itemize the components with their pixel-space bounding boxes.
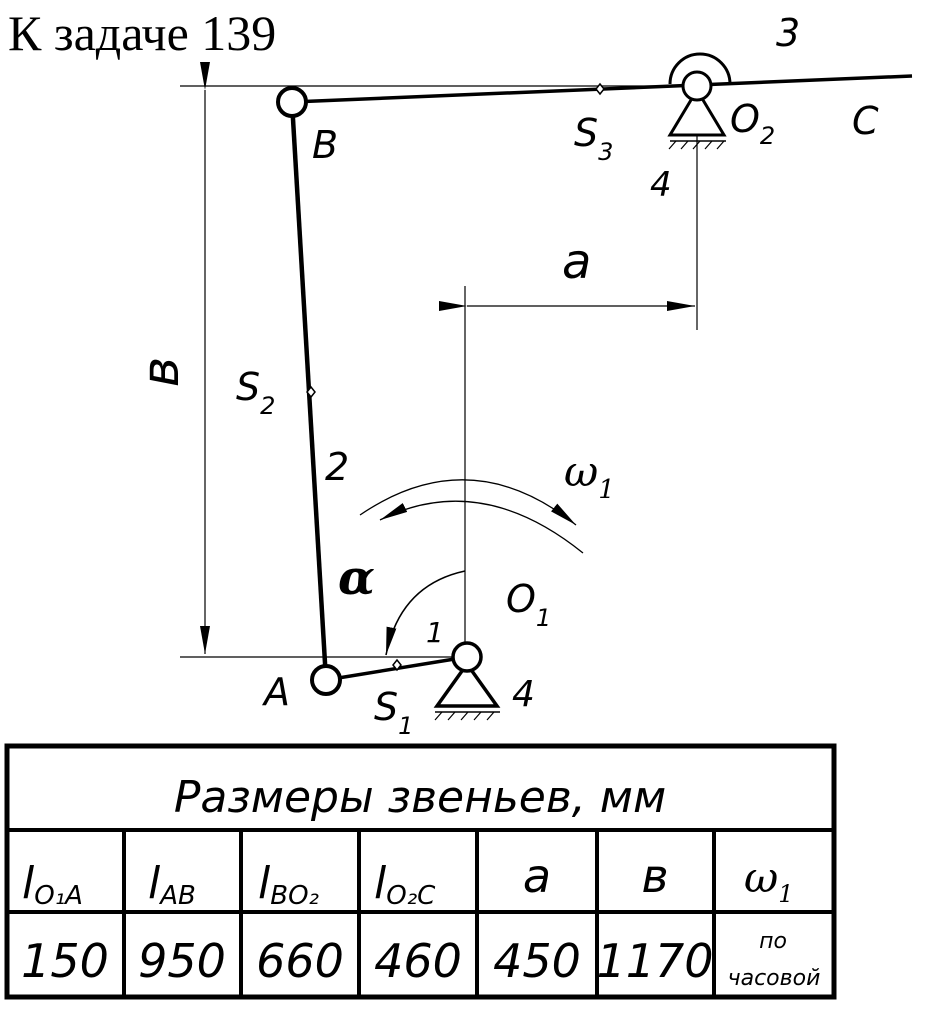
table-header-a: a [523, 849, 551, 903]
label-omega: ω1 [564, 447, 615, 505]
label-link-3: 3 [776, 11, 800, 55]
table-value-omega-line2: часовой [728, 966, 821, 991]
label-o2: O2 [730, 97, 775, 150]
table-value-a: 450 [493, 934, 581, 988]
o2-hatch [668, 140, 725, 150]
label-s3: S3 [574, 111, 613, 166]
omega-arc-outer [359, 479, 577, 526]
figure-title: К задаче 139 [8, 5, 277, 61]
table-value-omega-line1: по [759, 929, 787, 954]
s2-marker [306, 385, 316, 399]
label-dim-a: a [562, 234, 591, 290]
label-dim-b: в [131, 357, 191, 388]
label-s1: S1 [374, 685, 413, 740]
ground-support-o1 [433, 641, 501, 721]
s3-marker [595, 82, 605, 96]
label-point-b: B [312, 123, 338, 167]
label-ground-o2: 4 [650, 165, 672, 205]
table-value-lbo2: 660 [256, 934, 344, 988]
o1-triangle [433, 660, 501, 708]
alpha-arc [385, 570, 466, 656]
table-header-lbo2: lBO₂ [258, 858, 319, 911]
o1-hatch [434, 711, 495, 721]
table-value-lab: 950 [138, 934, 226, 988]
label-alpha: α [338, 550, 375, 606]
label-link-2: 2 [325, 445, 349, 489]
table-value-lo1a: 150 [21, 934, 109, 988]
table-header-lo1a: lO₁A [22, 858, 83, 911]
label-point-c: C [852, 99, 879, 143]
label-link-1: 1 [426, 616, 444, 649]
o1-joint [451, 641, 483, 673]
links [289, 74, 913, 682]
table-value-lo2c: 460 [374, 934, 462, 988]
dimensions-table: Размеры звеньев, мм lO₁A lAB lBO₂ lO₂C a… [4, 743, 837, 1000]
label-ground-o1: 4 [512, 674, 535, 715]
omega-arc-inner [379, 500, 584, 554]
table-title: Размеры звеньев, мм [174, 772, 666, 823]
joint-b [276, 86, 308, 118]
o2-arc [668, 52, 732, 85]
label-point-a: A [261, 670, 290, 714]
o2-triangle [667, 87, 727, 137]
s1-marker [392, 658, 402, 672]
joint-a [310, 664, 342, 696]
table-header-b: в [641, 849, 668, 903]
label-s2: S2 [236, 365, 275, 420]
ground-support-o2 [667, 52, 732, 150]
label-o1: O1 [506, 577, 551, 632]
mass-centers [306, 82, 605, 672]
table-column-dividers [122, 830, 716, 997]
table-header-lab: lAB [148, 858, 196, 911]
table-header-lo2c: lO₂C [374, 858, 436, 911]
table-value-b: 1170 [596, 934, 713, 988]
o2-joint [681, 70, 713, 102]
table-border [4, 743, 837, 1000]
table-header-omega: ω1 [744, 853, 794, 908]
